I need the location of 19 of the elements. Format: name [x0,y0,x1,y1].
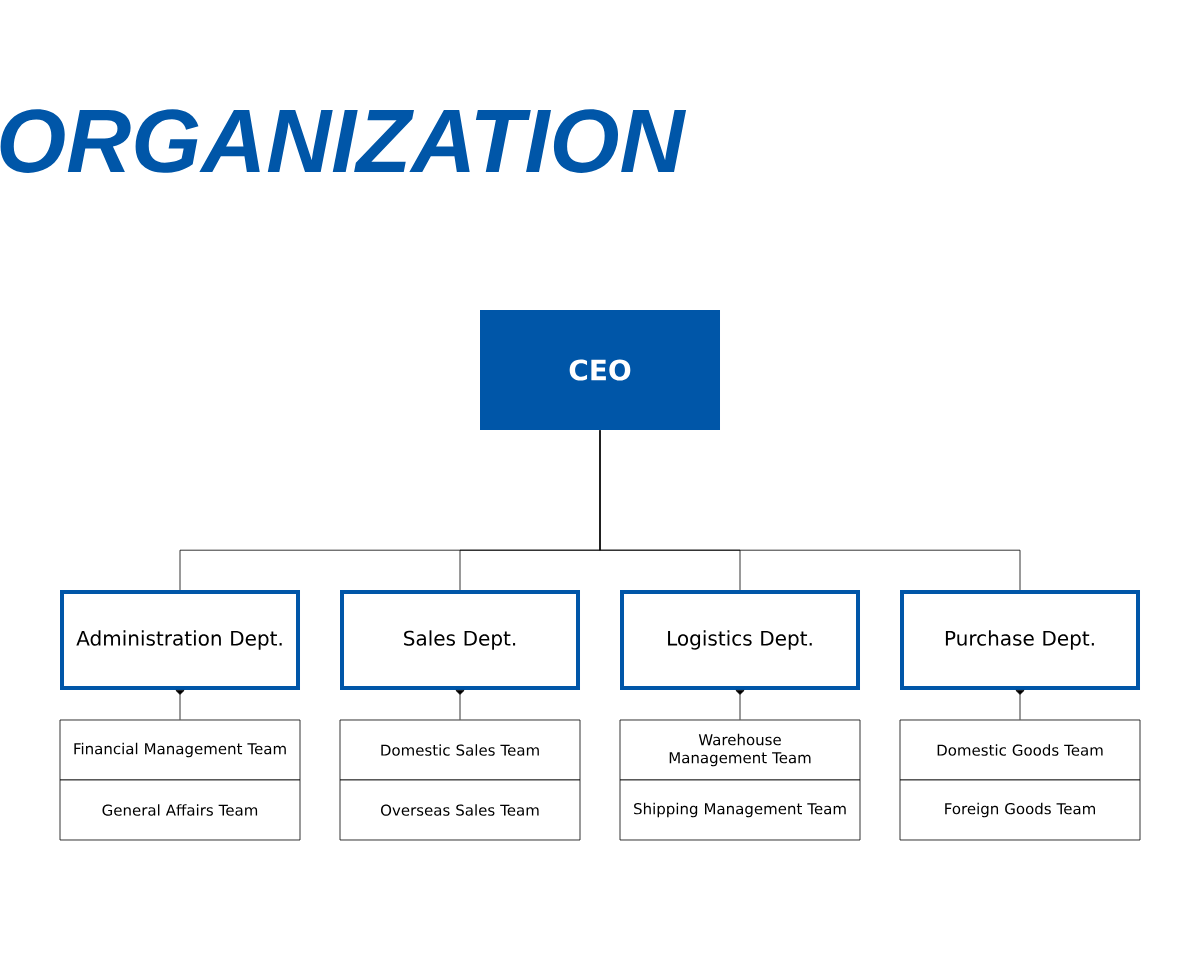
team-box: Domestic Goods Team [899,719,1141,781]
department-box: Purchase Dept. [900,590,1140,690]
connector-line [175,690,185,720]
team-box: Overseas Sales Team [339,779,581,841]
team-box: Warehouse Management Team [619,719,861,781]
connector-line [455,690,465,720]
connector-line [1015,690,1025,720]
team-box: Domestic Sales Team [339,719,581,781]
team-box: Foreign Goods Team [899,779,1141,841]
department-box: Administration Dept. [60,590,300,690]
department-box: Sales Dept. [340,590,580,690]
connector-line [735,690,745,720]
team-box: General Affairs Team [59,779,301,841]
page-title: ORGANIZATION [0,109,687,173]
team-box: Shipping Management Team [619,779,861,841]
connector-line [599,429,1021,591]
ceo-box: CEO [480,310,720,430]
team-box: Financial Management Team [59,719,301,781]
department-box: Logistics Dept. [620,590,860,690]
